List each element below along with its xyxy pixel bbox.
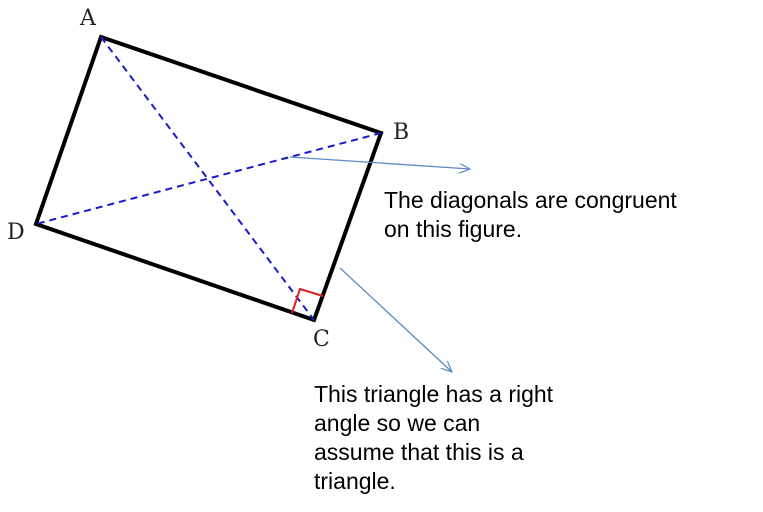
vertex-label-b: B (393, 120, 410, 145)
vertex-label-a: A (80, 6, 96, 31)
arrow-triangle-note (339, 267, 452, 372)
diagonals-note: The diagonals are congruent on this figu… (384, 186, 677, 244)
rectangle-abcd (33, 34, 384, 323)
diagonal-bd (35, 132, 382, 225)
note-line: triangle. (314, 468, 396, 494)
diagonal-ac (100, 36, 315, 321)
note-line: angle so we can (314, 410, 481, 436)
arrow-diagonals-note (289, 156, 470, 169)
note-line: This triangle has a right (314, 381, 554, 407)
note-line: The diagonals are congruent (384, 187, 677, 213)
vertex-label-c: C (313, 327, 330, 352)
right-angle-marker (291, 287, 324, 314)
triangle-note: This triangle has a right angle so we ca… (314, 380, 553, 496)
vertex-label-d: D (7, 220, 25, 245)
note-line: on this figure. (384, 216, 523, 242)
note-line: assume that this is a (314, 439, 524, 465)
